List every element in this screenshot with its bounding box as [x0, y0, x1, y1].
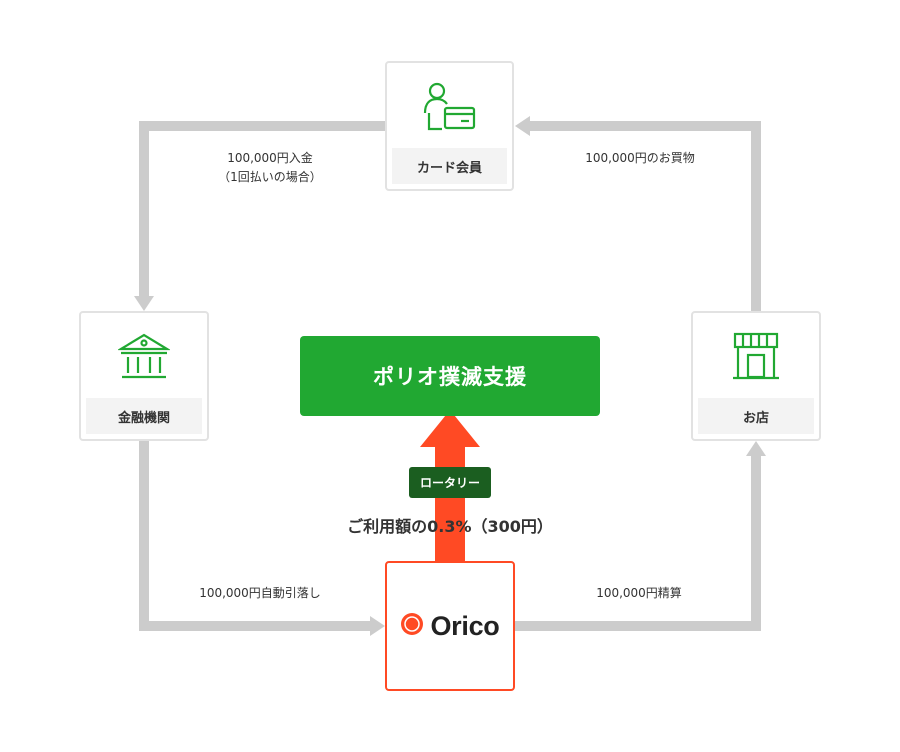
edge-label-orico-to-shop: 100,000円精算: [596, 586, 682, 600]
card-member-node: カード会員: [385, 61, 514, 191]
arrowhead-down-bank: [134, 296, 154, 311]
contribution-rate-text: ご利用額の0.3%（300円）: [347, 517, 553, 536]
flow-line-card-to-bank: [139, 121, 385, 298]
orico-node: Orico: [385, 561, 515, 691]
support-arrow-head: [420, 410, 480, 447]
card-member-label: カード会員: [392, 148, 507, 184]
arrowhead-right-orico: [370, 616, 385, 636]
arrowhead-up-shop: [746, 441, 766, 456]
flow-line-orico-to-shop: [515, 454, 761, 631]
bank-label: 金融機関: [86, 398, 202, 434]
bank-icon: [81, 331, 207, 383]
support-arrow-shaft: [435, 445, 465, 563]
edge-label-shop-to-card: 100,000円のお買物: [585, 151, 695, 165]
shop-label: お店: [698, 398, 814, 434]
flow-line-shop-to-card: [528, 121, 761, 311]
orico-logo-text: Orico: [430, 610, 500, 641]
edge-label-card-to-bank-line1: 100,000円入金: [227, 151, 313, 165]
arrowhead-left-card: [515, 116, 530, 136]
bank-node: 金融機関: [79, 311, 209, 441]
shop-node: お店: [691, 311, 821, 441]
shop-icon: [693, 331, 819, 383]
orico-logo-icon: [400, 612, 424, 640]
polio-eradication-box: ポリオ撲滅支援: [300, 336, 600, 416]
edge-label-card-to-bank: 100,000円入金 （1回払いの場合）: [185, 149, 355, 187]
edge-label-bank-to-orico: 100,000円自動引落し: [199, 586, 321, 600]
card-member-icon: [387, 81, 512, 133]
edge-label-card-to-bank-line2: （1回払いの場合）: [218, 170, 322, 184]
flow-line-bank-to-orico: [139, 441, 372, 631]
rotary-badge: ロータリー: [409, 467, 491, 498]
